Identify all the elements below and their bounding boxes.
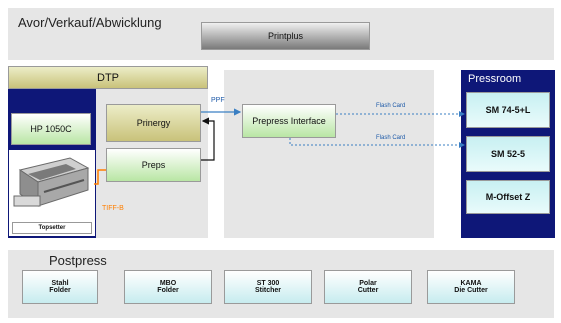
prepress-interface-box: Prepress Interface (242, 104, 336, 138)
item-line1: Polar (359, 280, 377, 287)
item-line1: Stahl (51, 280, 69, 287)
press-sm-52: SM 52-5 (466, 136, 550, 172)
item-line2: Die Cutter (454, 287, 488, 294)
item-line2: Folder (49, 287, 71, 294)
preps-box: Preps (106, 148, 201, 182)
flash-card-label-2: Flash Card (376, 135, 406, 141)
preps-to-prinergy-arrow (201, 117, 215, 161)
dtp-header: DTP (8, 66, 208, 89)
postpress-item-mbo: MBO Folder (124, 270, 212, 304)
prinergy-box: Prinergy (106, 104, 201, 142)
item-line2: Folder (157, 287, 179, 294)
press-m-offset: M-Offset Z (466, 180, 550, 214)
pressroom-title: Pressroom (468, 73, 522, 85)
item-line1: MBO (159, 280, 177, 287)
flash-arrow-2 (289, 138, 465, 148)
tiff-b-label: TIFF-B (102, 205, 124, 212)
printer-icon (13, 157, 90, 207)
postpress-item-polar: Polar Cutter (324, 270, 412, 304)
item-line1: KAMA (460, 280, 482, 287)
item-line2: Stitcher (254, 287, 282, 294)
postpress-title: Postpress (49, 253, 107, 268)
tiff-b-line (94, 169, 106, 185)
press-sm-74: SM 74-5+L (466, 92, 550, 128)
postpress-item-st300: ST 300 Stitcher (224, 270, 312, 304)
top-title: Avor/Verkauf/Abwicklung (18, 15, 162, 30)
topsetter-label: Topsetter (12, 222, 92, 234)
printplus-box: Printplus (201, 22, 370, 50)
item-line1: ST 300 (256, 280, 280, 287)
postpress-item-stahl: Stahl Folder (22, 270, 98, 304)
ppf-label: PPF (211, 97, 225, 104)
flash-card-label-1: Flash Card (376, 103, 406, 109)
hp-1050c-box: HP 1050C (11, 113, 91, 145)
postpress-item-kama: KAMA Die Cutter (427, 270, 515, 304)
center-panel (224, 70, 434, 238)
item-line2: Cutter (357, 287, 379, 294)
